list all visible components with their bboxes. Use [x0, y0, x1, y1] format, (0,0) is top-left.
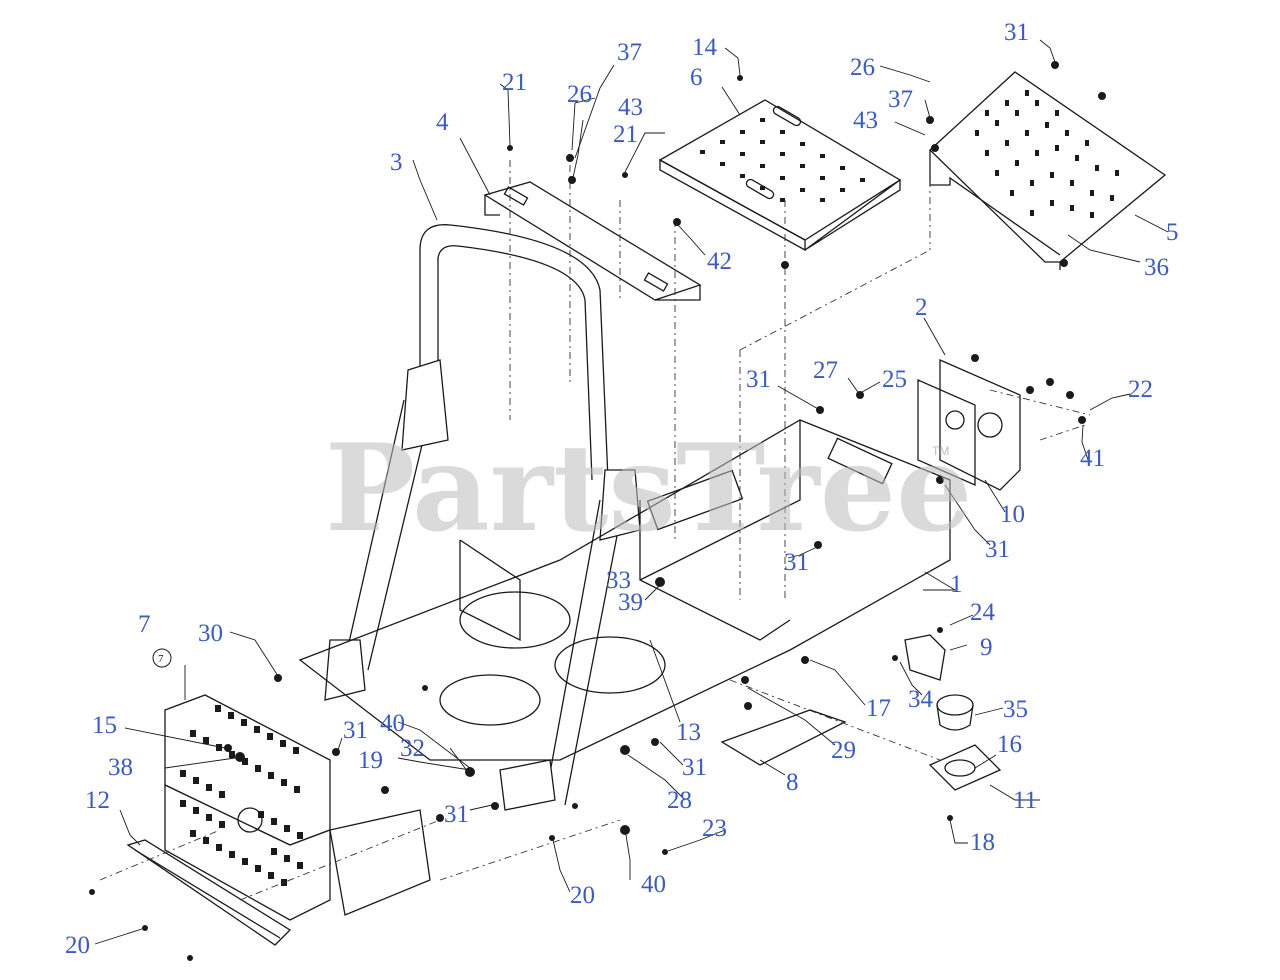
callout-23: 23	[702, 815, 727, 842]
callout-14: 14	[692, 34, 718, 61]
callout-24: 24	[970, 599, 996, 626]
callout-26: 26	[567, 81, 592, 108]
callout-19: 19	[358, 747, 383, 774]
callout-38: 38	[108, 754, 133, 781]
callout-31e: 31	[343, 717, 368, 744]
callout-31a: 31	[746, 366, 771, 393]
callout-labels: 1 2 3 4 5 6 7 7 8 9 10 11 12 13 14 15 16…	[65, 19, 1179, 959]
front-grille	[164, 694, 431, 921]
callout-20b: 20	[570, 882, 595, 909]
callout-31c: 31	[985, 536, 1010, 563]
callout-7-circle: 7	[152, 648, 172, 668]
front-bumper	[126, 839, 292, 946]
callout-42: 42	[707, 248, 732, 275]
side-bracket	[917, 359, 1021, 491]
callout-4: 4	[436, 109, 449, 136]
callout-37: 37	[617, 39, 642, 66]
callout-16: 16	[997, 731, 1022, 758]
callout-18: 18	[970, 829, 995, 856]
callout-11: 11	[1013, 787, 1037, 814]
watermark-trademark: TM	[932, 444, 949, 458]
callout-15: 15	[92, 712, 117, 739]
callout-21: 21	[502, 69, 527, 96]
watermark: PartsTree TM	[325, 418, 972, 559]
callout-17: 17	[866, 695, 891, 722]
callout-26b: 26	[850, 54, 875, 81]
callout-30: 30	[198, 620, 223, 647]
callout-28: 28	[667, 787, 692, 814]
callout-43b: 43	[853, 107, 878, 134]
callout-31b: 31	[1004, 19, 1029, 46]
callout-31g: 31	[444, 801, 469, 828]
mount-plate	[483, 181, 702, 301]
callout-5: 5	[1166, 219, 1179, 246]
callout-1: 1	[950, 571, 963, 598]
callout-27: 27	[813, 357, 838, 384]
callout-36: 36	[1144, 254, 1169, 281]
callout-34: 34	[908, 686, 934, 713]
callout-9: 9	[980, 634, 993, 661]
callout-31f: 31	[682, 754, 707, 781]
callout-40b: 40	[641, 871, 666, 898]
callout-13: 13	[676, 719, 701, 746]
callout-3: 3	[390, 149, 403, 176]
assembly-lines	[99, 160, 1091, 901]
callout-7-circle-label: 7	[158, 653, 164, 665]
callout-41: 41	[1080, 445, 1105, 472]
cover-plate	[720, 709, 847, 766]
watermark-text: PartsTree	[325, 418, 972, 559]
cup-holder	[928, 744, 1002, 791]
callout-8: 8	[786, 769, 799, 796]
callout-12: 12	[85, 787, 110, 814]
callout-10: 10	[1000, 501, 1025, 528]
rollover-bar	[324, 224, 641, 811]
callout-25: 25	[882, 366, 907, 393]
callout-2: 2	[915, 294, 928, 321]
leader-lines	[94, 39, 1169, 945]
callout-7: 7	[138, 611, 151, 638]
callout-35: 35	[1003, 696, 1028, 723]
callout-29: 29	[831, 737, 856, 764]
callout-39: 39	[618, 589, 643, 616]
callout-40: 40	[380, 710, 405, 737]
callout-22: 22	[1128, 376, 1153, 403]
callout-21b: 21	[613, 121, 638, 148]
step-plate	[658, 99, 902, 252]
cup	[936, 694, 974, 731]
callout-33: 33	[606, 567, 631, 594]
callout-43: 43	[618, 94, 643, 121]
callout-37b: 37	[888, 86, 913, 113]
callout-6: 6	[690, 64, 703, 91]
main-frame	[298, 419, 951, 761]
callout-32: 32	[400, 735, 425, 762]
small-bracket	[904, 634, 946, 681]
floor-pan	[929, 71, 1167, 270]
callout-31d: 31	[784, 549, 809, 576]
callout-20: 20	[65, 932, 90, 959]
